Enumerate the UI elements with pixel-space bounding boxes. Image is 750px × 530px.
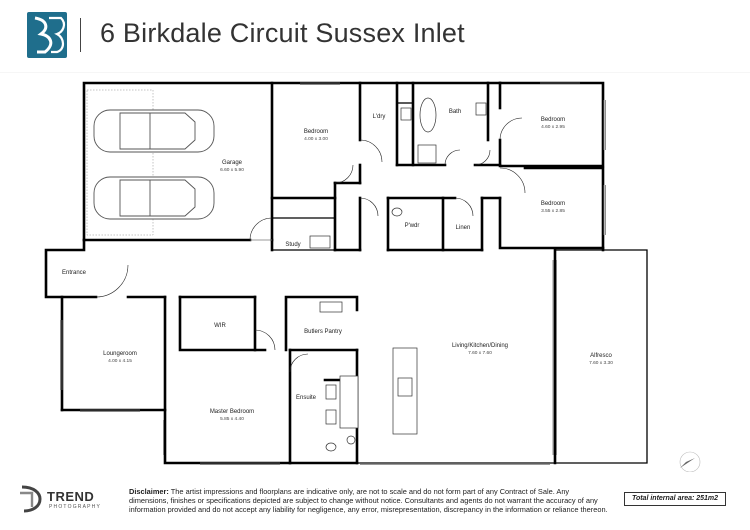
ensuite-label: Ensuite xyxy=(296,395,317,401)
agency-logo xyxy=(27,12,67,58)
laundry-label: L'dry xyxy=(373,114,386,120)
bath-label: Bath xyxy=(449,109,461,115)
garage-area xyxy=(86,89,215,236)
loungeroom-dims: 4.00 x 4.15 xyxy=(108,358,132,364)
cooktop-icon xyxy=(339,375,359,429)
bedroom-top-right-dims: 4.60 x 2.95 xyxy=(541,124,565,130)
disclaimer: Disclaimer: The artist impressions and f… xyxy=(129,487,609,514)
alfresco-dims: 7.60 x 3.30 xyxy=(589,360,613,366)
master-bedroom-dims: 5.85 x 4.40 xyxy=(220,416,244,422)
trend-brand-name: TREND xyxy=(47,489,95,504)
page-title: 6 Birkdale Circuit Sussex Inlet xyxy=(100,18,465,48)
bedroom-mid-label: Bedroom xyxy=(304,129,328,135)
footer: TREND PHOTOGRAPHY Disclaimer: The artist… xyxy=(0,475,750,530)
wir-label: WIR xyxy=(214,323,226,329)
ensuite-basin-icon xyxy=(325,384,337,400)
basin-icon xyxy=(400,107,412,121)
bedroom-top-right-label: Bedroom xyxy=(541,117,565,123)
living-label: Living/Kitchen/Dining xyxy=(452,343,508,349)
bedroom-mid-dims: 4.00 x 3.00 xyxy=(304,136,328,142)
fixtures xyxy=(309,97,487,452)
shower-icon xyxy=(417,144,437,164)
trend-brand-sub: PHOTOGRAPHY xyxy=(49,504,102,510)
living-dims: 7.60 x 7.60 xyxy=(468,350,492,356)
north-arrow-icon xyxy=(679,451,701,472)
alfresco-label: Alfresco xyxy=(590,353,612,359)
car-top-icon xyxy=(93,109,215,153)
ensuite-basin-2-icon xyxy=(325,409,337,425)
room-labels: Garage 6.60 x 5.90 Bedroom 4.00 x 3.00 L… xyxy=(62,109,613,422)
ensuite-shower-icon xyxy=(346,435,356,445)
doors xyxy=(95,117,526,373)
entrance-label: Entrance xyxy=(62,270,87,276)
pantry-sink-icon xyxy=(319,301,343,313)
master-bedroom-label: Master Bedroom xyxy=(210,409,254,415)
linen-label: Linen xyxy=(456,225,471,231)
powder-label: P'wdr xyxy=(405,223,420,229)
bathtub-icon xyxy=(419,97,437,133)
desk-icon xyxy=(309,235,331,249)
car-bottom-icon xyxy=(93,176,215,220)
bedroom-right-dims: 3.55 x 2.85 xyxy=(541,208,565,214)
disclaimer-text: The artist impressions and floorplans ar… xyxy=(129,487,608,514)
total-area-badge: Total internal area: 251m2 xyxy=(624,492,726,506)
kitchen-sink-icon xyxy=(397,377,413,397)
bedroom-right-label: Bedroom xyxy=(541,201,565,207)
garage-label: Garage xyxy=(222,160,243,166)
garage-dims: 6.60 x 5.90 xyxy=(220,167,244,173)
floor-plan: Garage 6.60 x 5.90 Bedroom 4.00 x 3.00 L… xyxy=(0,72,750,472)
study-label: Study xyxy=(285,242,300,248)
loungeroom-label: Loungeroom xyxy=(103,351,137,357)
trend-logo-icon xyxy=(20,485,42,513)
disclaimer-label: Disclaimer: xyxy=(129,487,169,496)
windows xyxy=(60,82,606,465)
powder-toilet-icon xyxy=(391,207,403,217)
header-divider xyxy=(80,18,81,52)
toilet-icon xyxy=(475,102,487,116)
butlers-pantry-label: Butlers Pantry xyxy=(304,329,342,335)
header: 6 Birkdale Circuit Sussex Inlet xyxy=(0,0,750,72)
ensuite-toilet-icon xyxy=(325,442,337,452)
